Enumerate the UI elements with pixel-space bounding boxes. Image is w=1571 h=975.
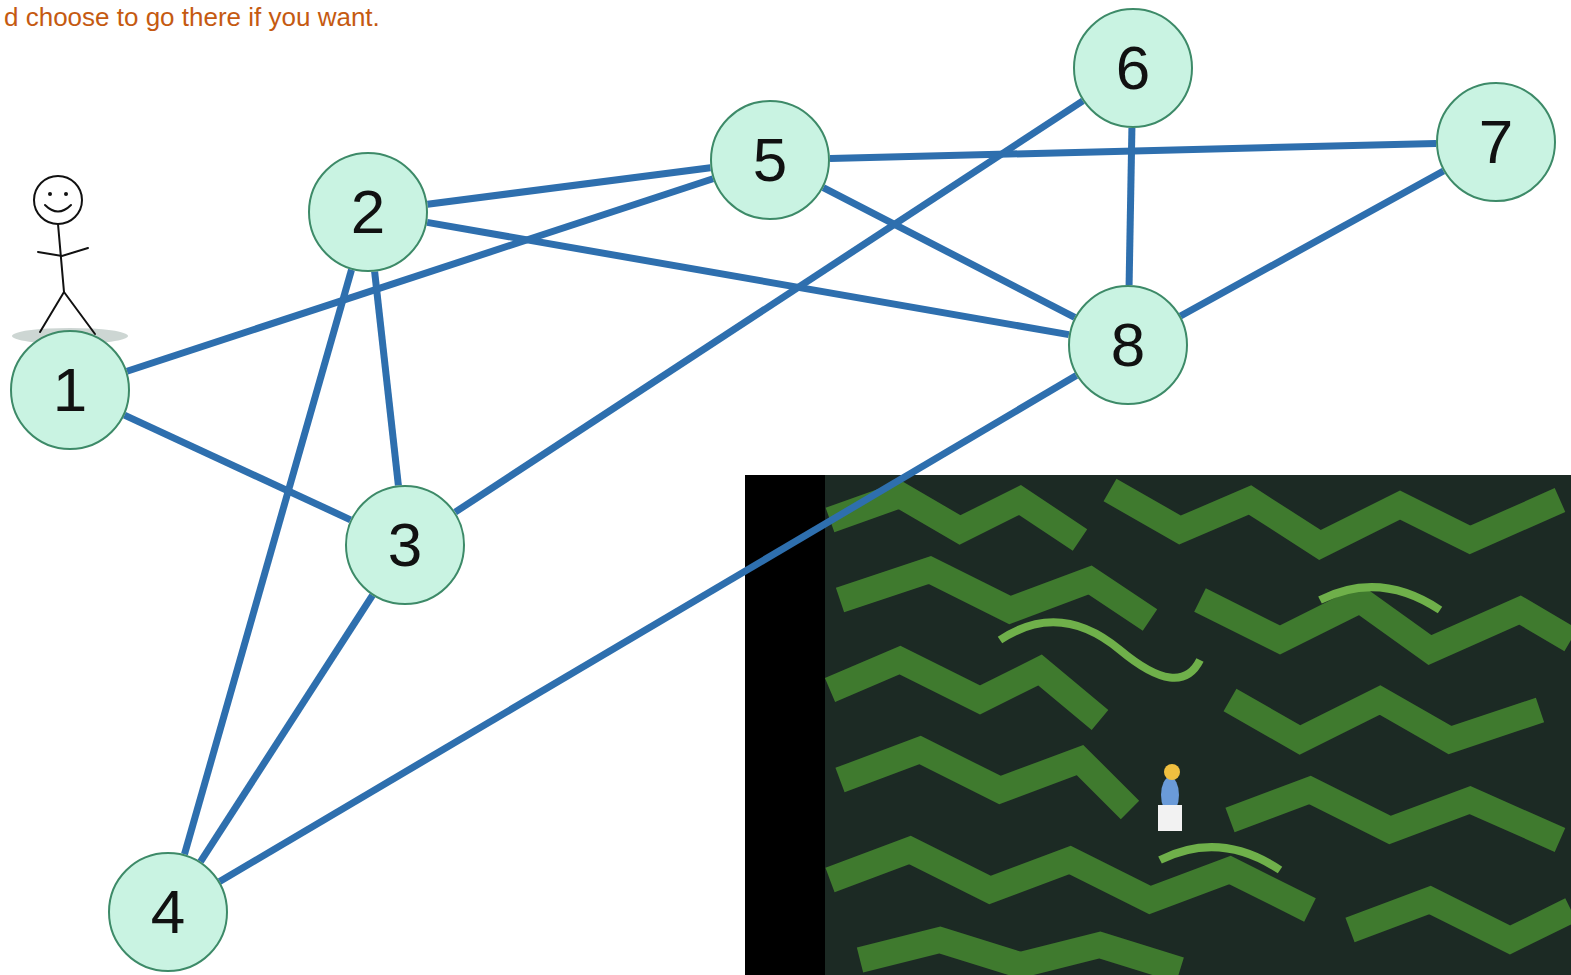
picture-frame (745, 475, 1571, 975)
graph-edge (201, 595, 373, 861)
hedge (860, 940, 1180, 970)
figure-lines (34, 176, 95, 334)
legs (40, 292, 95, 334)
hedge-top (1160, 847, 1280, 870)
node-number: 2 (351, 181, 385, 243)
apron (1158, 805, 1182, 831)
head (34, 176, 82, 224)
body (58, 224, 64, 292)
maze-hedges (830, 490, 1571, 970)
graph-edge (124, 415, 350, 520)
hedge (840, 750, 1130, 810)
hedge (830, 660, 1100, 720)
numbered-circle: 1 (10, 330, 130, 450)
arms (38, 248, 88, 256)
graph-edge (428, 168, 711, 205)
node-number: 6 (1116, 37, 1150, 99)
hedge (1230, 790, 1560, 840)
graph-edge (1129, 128, 1132, 285)
node-number: 7 (1479, 111, 1513, 173)
smile (45, 205, 71, 212)
graph-edge (375, 272, 399, 486)
numbered-circle: 5 (710, 100, 830, 220)
graph-edge (455, 101, 1083, 512)
node-number: 4 (151, 881, 185, 943)
numbered-circle: 8 (1068, 285, 1188, 405)
graph-edge (184, 270, 351, 855)
hedge (1350, 900, 1571, 940)
eye (64, 192, 68, 196)
eyes (48, 192, 68, 196)
hedge (1200, 600, 1571, 650)
graph-edge (220, 376, 1077, 882)
maze-ground (825, 475, 1571, 975)
hedge-top (1000, 622, 1200, 678)
eye (48, 192, 52, 196)
hedge-tops (1000, 587, 1440, 870)
numbered-circle: 3 (345, 485, 465, 605)
hedge (1230, 700, 1540, 740)
hair (1164, 764, 1180, 780)
graph-edge (1181, 171, 1444, 316)
node-number: 3 (388, 514, 422, 576)
hedge (840, 570, 1150, 620)
node-number: 8 (1111, 314, 1145, 376)
graph-edge (823, 188, 1074, 318)
numbered-circle: 2 (308, 152, 428, 272)
girl-figure (1158, 764, 1182, 831)
hedge-top (1320, 587, 1440, 610)
node-number: 5 (753, 129, 787, 191)
numbered-circle: 4 (108, 852, 228, 972)
numbered-circle: 6 (1073, 8, 1193, 128)
hedge (1110, 490, 1560, 545)
hedge (830, 850, 1310, 910)
numbered-circle: 7 (1436, 82, 1556, 202)
instruction-note: d choose to go there if you want. (4, 2, 380, 33)
node-number: 1 (53, 359, 87, 421)
